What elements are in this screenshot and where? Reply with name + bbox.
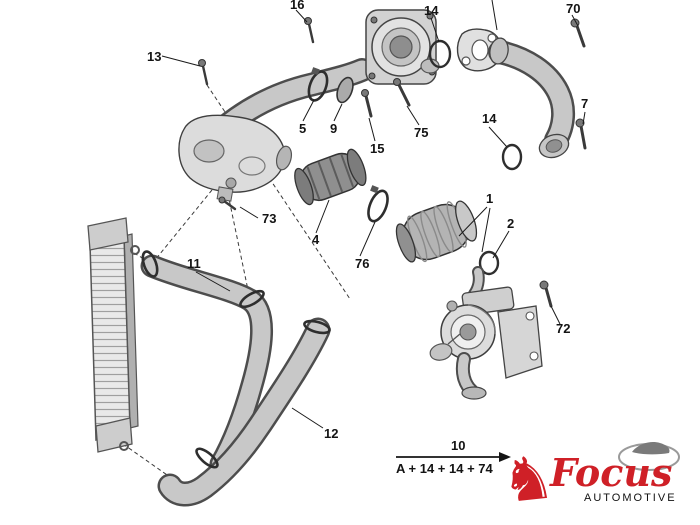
hose-11-drawing	[140, 250, 273, 476]
clamp-5-drawing	[307, 67, 329, 102]
horse-icon: ♞	[498, 442, 559, 517]
brand-logo: ♞ Focus AUTOMOTIVE	[498, 442, 680, 517]
brand-subtitle: AUTOMOTIVE	[584, 492, 677, 504]
car-silhouette-icon	[632, 442, 670, 455]
bolt-7-drawing	[575, 118, 587, 150]
brand-name: Focus	[549, 450, 672, 495]
part-label-13: 13	[147, 49, 161, 64]
bolt-70-drawing	[570, 18, 586, 48]
throttle-body-drawing	[365, 9, 440, 85]
legend-arrow-icon	[499, 452, 511, 462]
oring-2-drawing	[478, 250, 500, 276]
bolt-72-drawing	[539, 280, 553, 308]
part-label-5: 5	[299, 121, 306, 136]
part-label-70: 70	[566, 1, 580, 16]
part-label-16: 16	[290, 0, 304, 12]
part-label-11: 11	[187, 256, 201, 271]
part-label-4: 4	[312, 232, 320, 247]
bolt-15-drawing	[361, 89, 373, 118]
legend-number: 10	[451, 438, 465, 453]
leader-lines	[161, 0, 586, 429]
part-label-14-mid: 14	[482, 111, 497, 126]
bolt-75-drawing	[393, 78, 411, 107]
part-label-14-top: 14	[424, 3, 439, 18]
part-label-75: 75	[414, 125, 428, 140]
intercooler-drawing	[87, 217, 140, 453]
resonator-drawing	[178, 114, 293, 202]
turbo-drawing	[429, 266, 543, 400]
resonator-1-drawing	[395, 200, 478, 263]
alignment-dashed-lines	[122, 84, 351, 478]
oring-14-top-drawing	[428, 39, 452, 69]
part-label-15: 15	[370, 141, 384, 156]
bellows-hose-4-drawing	[294, 148, 367, 206]
bolt-16-drawing	[304, 17, 315, 44]
legend: 10 A + 14 + 14 + 74	[396, 438, 511, 476]
part-label-12: 12	[324, 426, 338, 441]
part-label-1: 1	[486, 191, 493, 206]
part-label-73: 73	[262, 211, 276, 226]
part-label-2: 2	[507, 216, 514, 231]
bolt-73-drawing	[218, 196, 237, 211]
bolt-13-drawing	[198, 59, 209, 86]
part-label-7: 7	[581, 96, 588, 111]
part-label-76: 76	[355, 256, 369, 271]
metal-pipe-drawing	[488, 37, 575, 159]
seal-9-drawing	[336, 76, 354, 104]
part-label-72: 72	[556, 321, 570, 336]
oring-14-mid-drawing	[501, 143, 523, 171]
clamp-76-drawing	[367, 185, 389, 223]
hose-12-drawing	[157, 317, 331, 507]
part-label-9: 9	[330, 121, 337, 136]
legend-formula: A + 14 + 14 + 74	[396, 461, 494, 476]
